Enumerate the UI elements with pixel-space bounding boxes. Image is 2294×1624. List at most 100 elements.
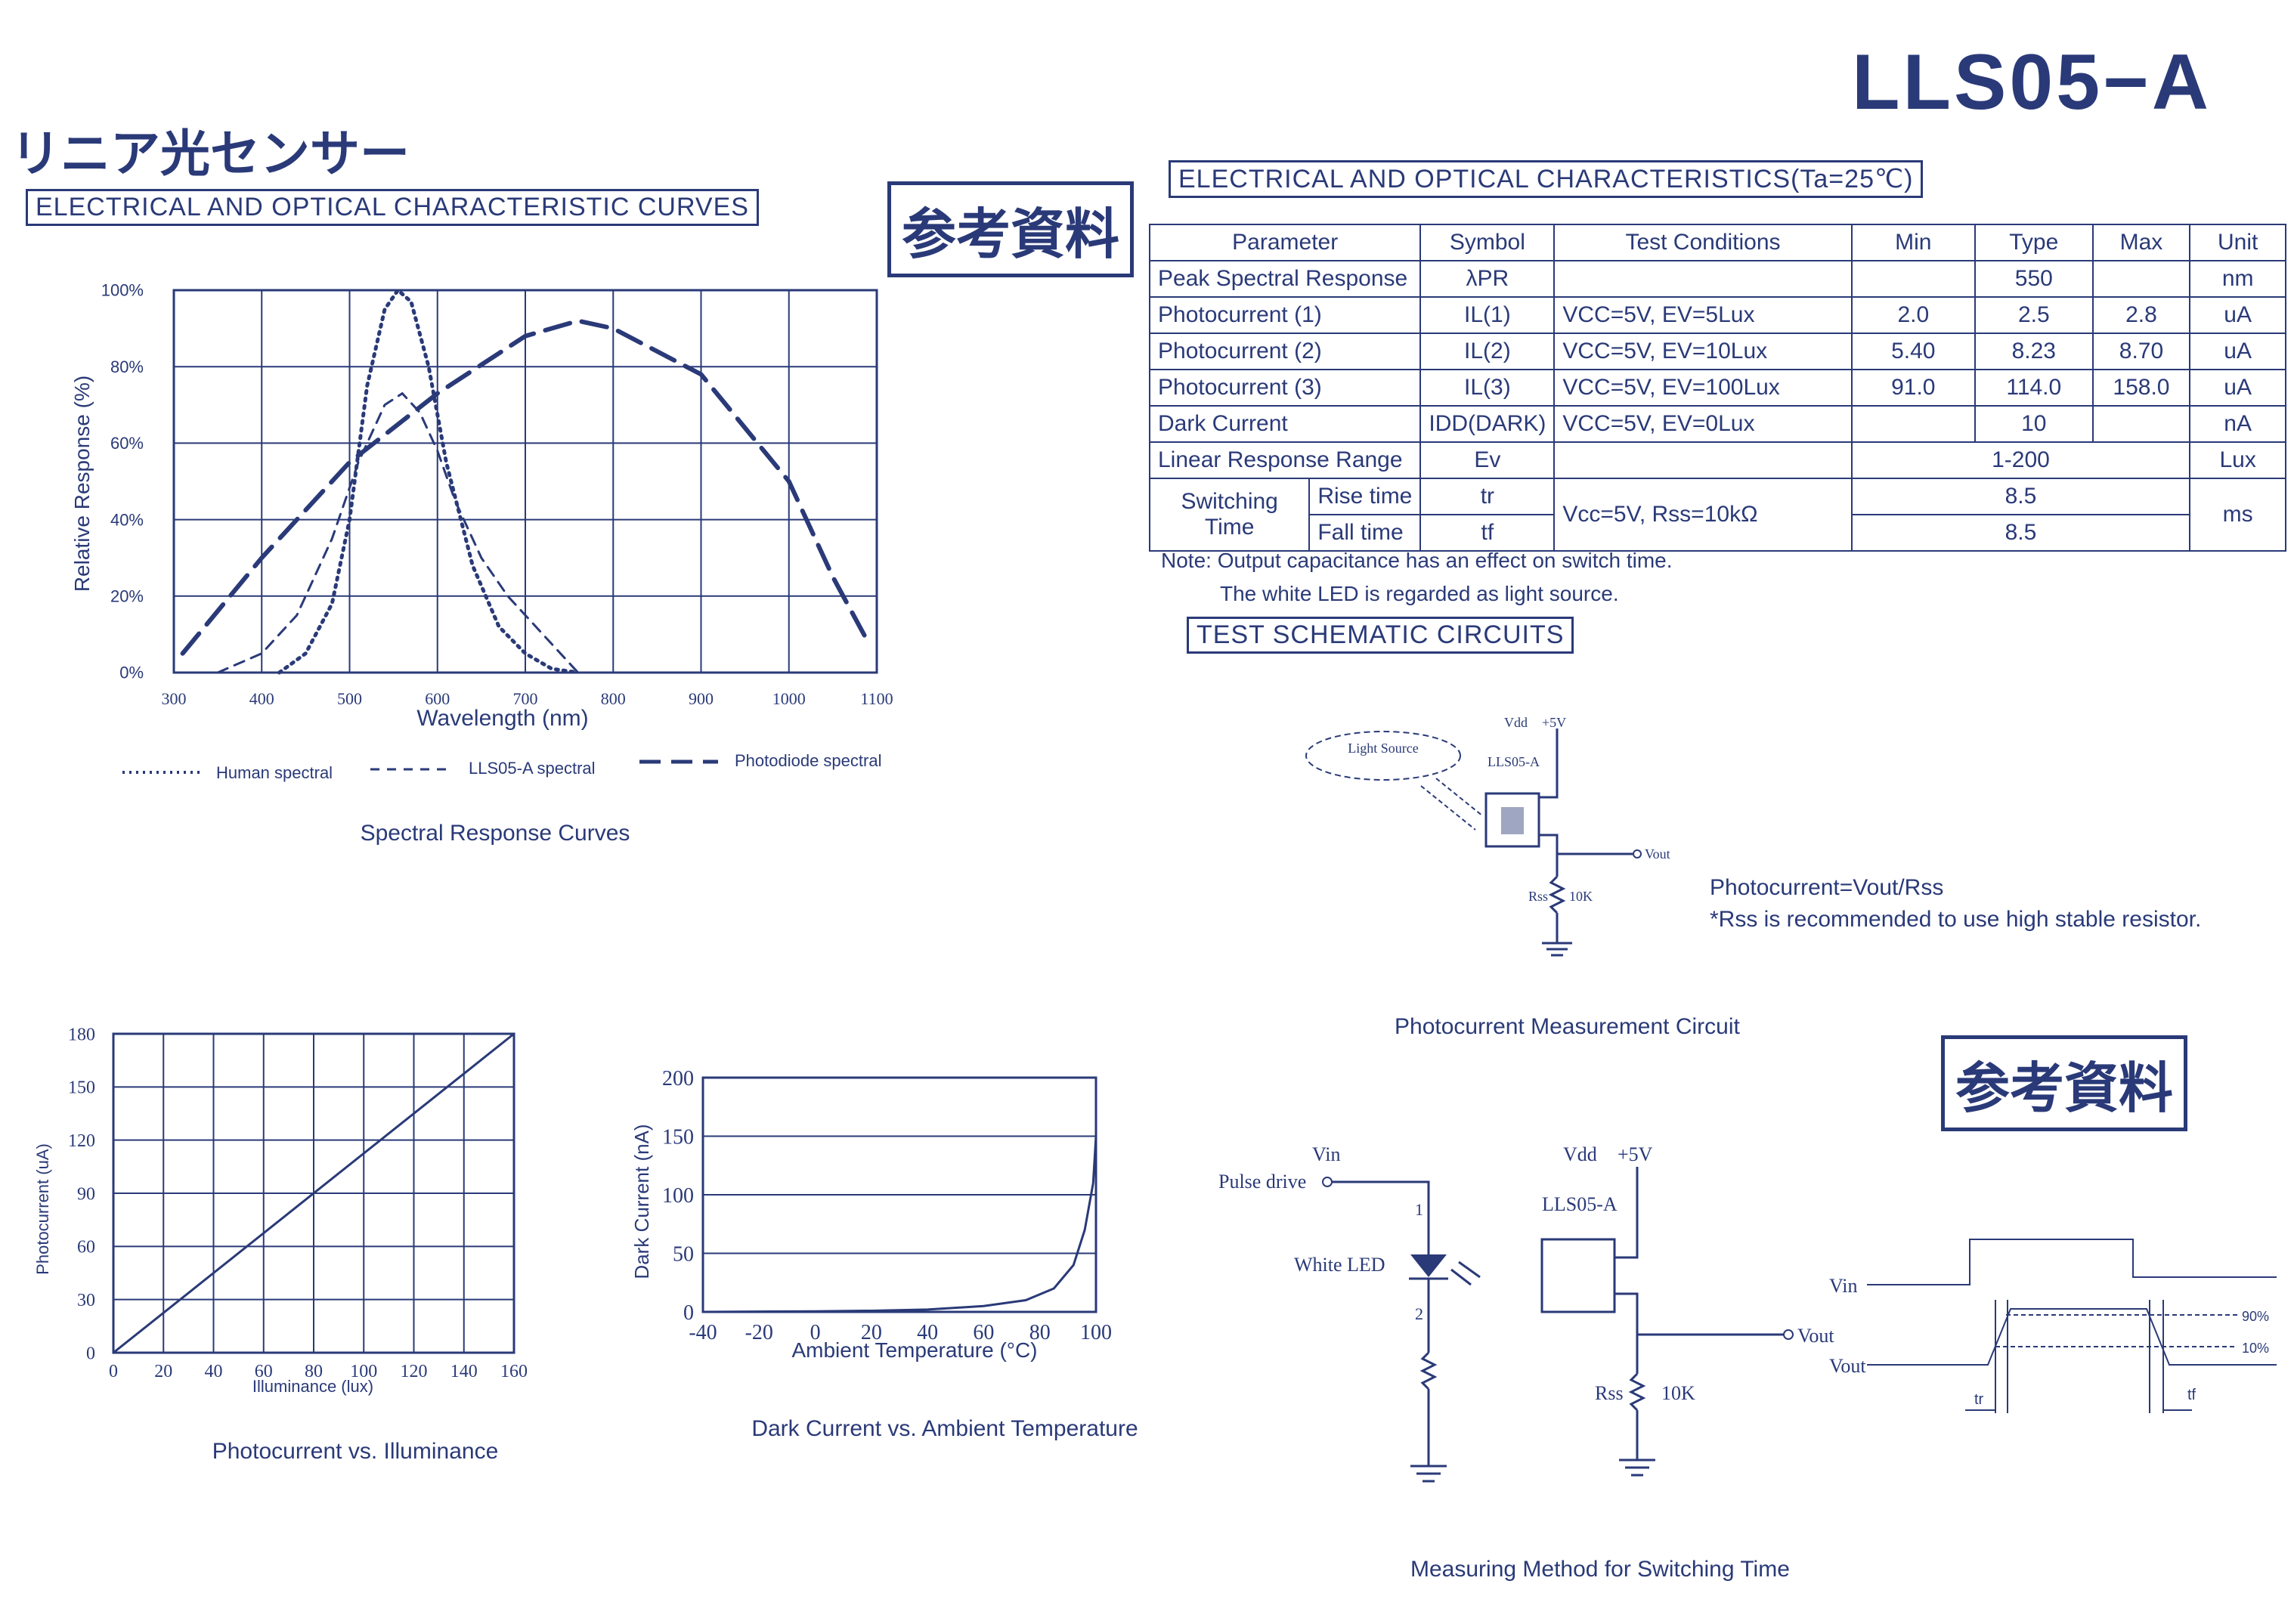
rss-label: Rss: [1528, 889, 1548, 904]
x-tick-label: 400: [249, 689, 274, 708]
table-header-row: Parameter Symbol Test Conditions Min Typ…: [1148, 224, 2286, 261]
section-test-title: TEST SCHEMATIC CIRCUITS: [1187, 617, 1574, 654]
rss-resistor: [1548, 875, 1566, 914]
x-tick-label: 0: [810, 1321, 821, 1344]
pulse-wire: [1332, 1180, 1430, 1254]
table-row-switching-fall: Fall time tf 8.5: [1150, 514, 2286, 552]
th-max: Max: [2091, 224, 2191, 261]
dark-current-ylabel: Dark Current (nA): [630, 1124, 653, 1279]
cell-min: 5.40: [1850, 333, 1976, 370]
series-line-0: [112, 1032, 515, 1354]
y-tick-label: 180: [68, 1025, 95, 1044]
recommend-text: *Rss is recommended to use high stable r…: [1710, 907, 2202, 932]
cell-param: Peak Spectral Response: [1148, 260, 1422, 298]
x-tick-label: -40: [689, 1321, 717, 1344]
spectral-grid: [172, 289, 878, 674]
x-tick-label: 160: [500, 1362, 528, 1381]
table-row: Peak Spectral Response λPR 550 nm: [1148, 260, 2286, 298]
x-tick-label: 1000: [772, 689, 806, 708]
cell-max: [2091, 405, 2191, 443]
x-tick-label: 700: [513, 689, 538, 708]
led-triangle: [1410, 1254, 1447, 1277]
th-min: Min: [1850, 224, 1976, 261]
measurement-circuit: Light Source Vdd +5V LLS05-A Vout Rss 10…: [1305, 715, 1670, 957]
vout-label: Vout: [1645, 846, 1670, 861]
cell-switching-unit: ms: [2189, 478, 2286, 552]
timing-vin-label: Vin: [1829, 1275, 1857, 1297]
sw-vout-label: Vout: [1797, 1325, 1834, 1347]
cell-symbol-tr: tr: [1419, 478, 1556, 515]
cell-typ: 8.23: [1974, 333, 2094, 370]
led-resistor: [1419, 1351, 1438, 1390]
timing-vout-label: Vout: [1829, 1355, 1866, 1377]
cell-fall-time: Fall time: [1308, 514, 1422, 552]
x-tick-label: -20: [745, 1321, 773, 1344]
light-ray-1: [1435, 778, 1484, 817]
cell-cond: [1553, 441, 1853, 479]
spectral-xlabel: Wavelength (nm): [416, 706, 588, 731]
note-line-2: The white LED is regarded as light sourc…: [1220, 582, 1619, 605]
sw-vout-terminal: [1783, 1329, 1794, 1340]
cell-switching-cond: Vcc=5V, Rss=10kΩ: [1553, 478, 1853, 552]
th-conditions: Test Conditions: [1553, 224, 1853, 261]
table-row: Photocurrent (3) IL(3) VCC=5V, EV=100Lux…: [1148, 369, 2286, 407]
switching-title: Measuring Method for Switching Time: [1410, 1557, 1790, 1582]
cell-max: 158.0: [2091, 369, 2191, 407]
cell-min: 2.0: [1850, 296, 1976, 334]
spectral-ylabel: Relative Response (%): [70, 376, 94, 592]
cell-typ: 2.5: [1974, 296, 2094, 334]
table-row: Linear Response Range Ev 1-200 Lux: [1148, 441, 2286, 479]
series-line-0: [701, 1135, 1097, 1313]
reference-stamp-top: 参考資料: [887, 181, 1135, 277]
cell-param: Photocurrent (1): [1148, 296, 1422, 334]
cell-param: Linear Response Range: [1148, 441, 1422, 479]
cell-unit: uA: [2189, 369, 2286, 407]
spectral-series: [180, 287, 871, 675]
dark-current-xlabel: Ambient Temperature (°C): [791, 1338, 1037, 1362]
y-tick-label: 120: [68, 1131, 95, 1151]
cell-max: 2.8: [2091, 296, 2191, 334]
part-label: LLS05-A: [1488, 754, 1540, 769]
section-curves-title: ELECTRICAL AND OPTICAL CHARACTERISTIC CU…: [26, 189, 759, 226]
level-10-label: 10%: [2242, 1341, 2269, 1356]
spectral-title: Spectral Response Curves: [361, 821, 630, 846]
cell-cond: [1553, 260, 1853, 298]
photocurrent-title: Photocurrent vs. Illuminance: [212, 1439, 499, 1464]
sw-vdd-wire: [1614, 1167, 1639, 1259]
x-tick-label: 600: [425, 689, 450, 708]
switching-label-1: Switching: [1181, 489, 1278, 514]
r10k-label: 10K: [1569, 889, 1593, 904]
cell-cond: VCC=5V, EV=100Lux: [1553, 369, 1853, 407]
cell-unit: nA: [2189, 405, 2286, 443]
sw-vdd-label: Vdd: [1563, 1143, 1597, 1165]
cell-param: Photocurrent (3): [1148, 369, 1422, 407]
x-tick-label: 800: [601, 689, 626, 708]
y-tick-label: 80%: [110, 357, 144, 376]
sensor-die: [1501, 807, 1524, 834]
y-tick-label: 100%: [101, 281, 144, 300]
x-tick-label: 0: [109, 1362, 118, 1381]
vin-waveform: [1867, 1239, 2277, 1285]
th-unit: Unit: [2189, 224, 2286, 261]
th-parameter: Parameter: [1148, 224, 1422, 261]
cell-cond: VCC=5V, EV=10Lux: [1553, 333, 1853, 370]
legend-human-label: Human spectral: [216, 763, 333, 782]
photocurrent-series: [112, 1032, 515, 1354]
series-line-photodiode-spectral: [180, 318, 871, 656]
sw-out-wire: [1614, 1292, 1784, 1336]
cell-min: [1850, 260, 1976, 298]
tf-label: tf: [2187, 1387, 2196, 1403]
note-line-1: Note: Output capacitance has an effect o…: [1161, 549, 1673, 572]
out-wire: [1539, 834, 1633, 855]
y-tick-label: 0%: [119, 664, 144, 682]
cell-max: 8.70: [2091, 333, 2191, 370]
cell-fall-val: 8.5: [1850, 514, 2191, 552]
cell-cond: VCC=5V, EV=5Lux: [1553, 296, 1853, 334]
x-tick-label: 40: [205, 1362, 223, 1381]
th-symbol: Symbol: [1419, 224, 1556, 261]
vdd-label: Vdd: [1504, 715, 1528, 730]
cell-symbol: λPR: [1419, 260, 1556, 298]
